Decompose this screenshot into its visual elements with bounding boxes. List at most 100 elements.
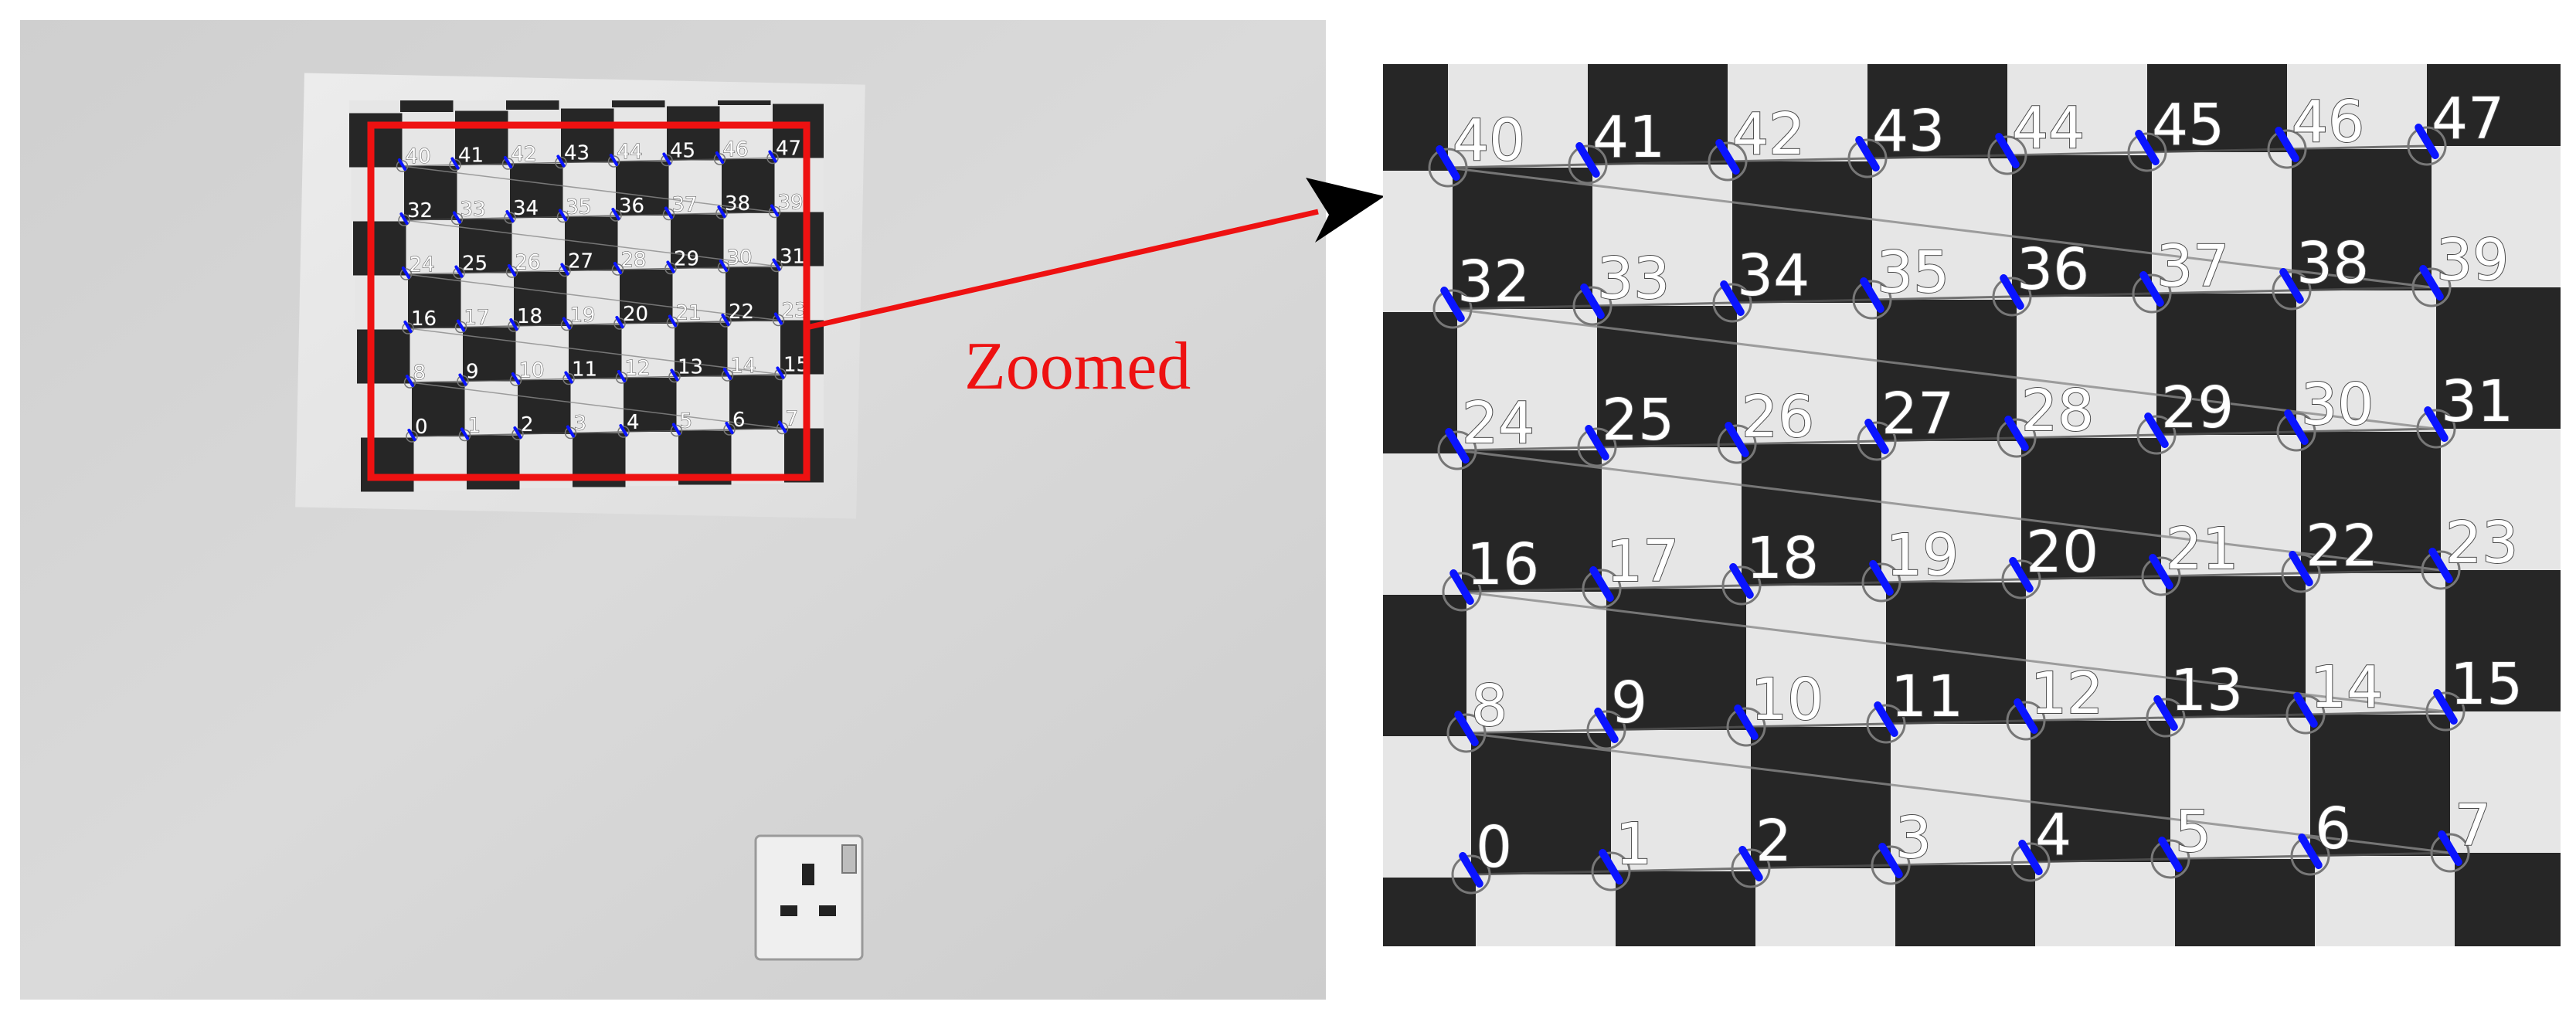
corner-label: 9	[466, 361, 479, 384]
corner-marker	[1860, 277, 1884, 313]
board-square	[511, 218, 565, 272]
corner-ring	[555, 156, 567, 169]
board-square	[1443, 0, 1583, 26]
corner-ring	[662, 208, 675, 221]
corner-link	[1736, 440, 1878, 446]
corner-ring	[770, 260, 783, 273]
board-square	[770, 100, 824, 104]
board-square	[2035, 862, 2175, 946]
corner-marker	[2275, 127, 2299, 162]
corner-label: 11	[1891, 664, 1963, 730]
corner-ring	[766, 151, 779, 165]
corner-label: 42	[1732, 101, 1805, 168]
corner-label: 2	[521, 413, 534, 436]
board-square	[406, 220, 459, 274]
corner-ring	[613, 317, 626, 330]
corner-link	[1885, 719, 2027, 725]
board-square	[453, 100, 506, 111]
board-square	[1588, 64, 1728, 165]
corner-ring	[1577, 427, 1617, 467]
board-square	[667, 106, 720, 161]
corner-link	[1447, 163, 1589, 169]
board-square	[2436, 287, 2561, 429]
board-square	[412, 382, 465, 436]
board-square	[675, 322, 728, 377]
corner-link	[1447, 166, 2432, 289]
corner-link	[719, 157, 773, 160]
corner-marker	[513, 426, 522, 439]
corner-label: 19	[1886, 522, 1959, 589]
board-square	[561, 108, 614, 163]
corner-label: 6	[2315, 796, 2351, 862]
board-square	[1877, 300, 2017, 441]
corner-ring	[2425, 691, 2466, 732]
corner-label: 7	[2455, 793, 2491, 859]
board-square	[2301, 432, 2441, 573]
corner-link	[619, 321, 673, 324]
corner-marker	[1449, 569, 1474, 605]
corner-ring	[774, 368, 787, 381]
corner-link	[623, 430, 677, 433]
corner-label: 33	[1597, 246, 1670, 312]
zoom-arrow	[806, 178, 1385, 331]
corner-label: 36	[2017, 236, 2089, 303]
corner-label: 32	[1457, 249, 1530, 315]
corner-marker	[619, 424, 628, 436]
board-square	[2012, 155, 2152, 297]
board-square	[1728, 64, 1867, 161]
corner-label: 26	[1742, 384, 1814, 450]
corner-ring	[1428, 148, 1468, 188]
corner-label: 38	[725, 192, 750, 216]
corner-ring	[2010, 842, 2051, 882]
corner-ring	[402, 322, 414, 334]
corner-marker	[1580, 284, 1605, 319]
corner-marker	[1725, 422, 1749, 457]
corner-ring	[607, 155, 620, 168]
corner-marker	[611, 208, 620, 220]
corner-label: 45	[670, 140, 695, 163]
corner-label: 47	[2432, 86, 2504, 152]
corner-link	[1731, 298, 1873, 304]
corner-link	[2146, 148, 2288, 154]
corner-ring	[668, 370, 681, 383]
corner-link	[402, 165, 775, 213]
board-square	[349, 100, 400, 114]
corner-marker	[1855, 136, 1880, 171]
corner-marker	[407, 429, 416, 441]
corner-link	[672, 321, 726, 324]
corner-label: 18	[517, 305, 542, 328]
board-square	[2003, 0, 2143, 14]
corner-label: 4	[2035, 802, 2071, 868]
corner-label: 11	[572, 358, 597, 382]
corner-ring	[713, 153, 726, 165]
board-square	[1383, 595, 1466, 736]
corner-link	[566, 323, 620, 326]
corner-label: 10	[519, 359, 545, 382]
corner-marker	[460, 427, 470, 440]
power-socket	[754, 834, 864, 961]
corner-label: 15	[2450, 651, 2523, 718]
board-square	[2571, 143, 2576, 284]
corner-ring	[457, 375, 469, 388]
board-square	[664, 100, 718, 107]
corner-marker	[1585, 425, 1609, 460]
corner-link	[2291, 286, 2432, 292]
corner-label: 16	[411, 307, 437, 331]
corner-link	[1606, 725, 1747, 732]
board-square	[2175, 859, 2315, 946]
corner-label: 21	[676, 302, 702, 325]
corner-marker	[403, 321, 413, 333]
corner-label: 45	[2152, 92, 2224, 158]
corner-marker	[401, 267, 411, 279]
corner-ring	[1568, 144, 1608, 185]
corner-marker	[2298, 834, 2323, 869]
corner-marker	[558, 209, 568, 222]
corner-marker	[777, 420, 787, 433]
corner-marker	[2293, 692, 2318, 728]
corner-ring	[768, 205, 781, 219]
corner-marker	[562, 317, 572, 330]
board-square	[2296, 290, 2436, 432]
corner-ring	[508, 320, 520, 332]
board-square	[359, 383, 412, 438]
